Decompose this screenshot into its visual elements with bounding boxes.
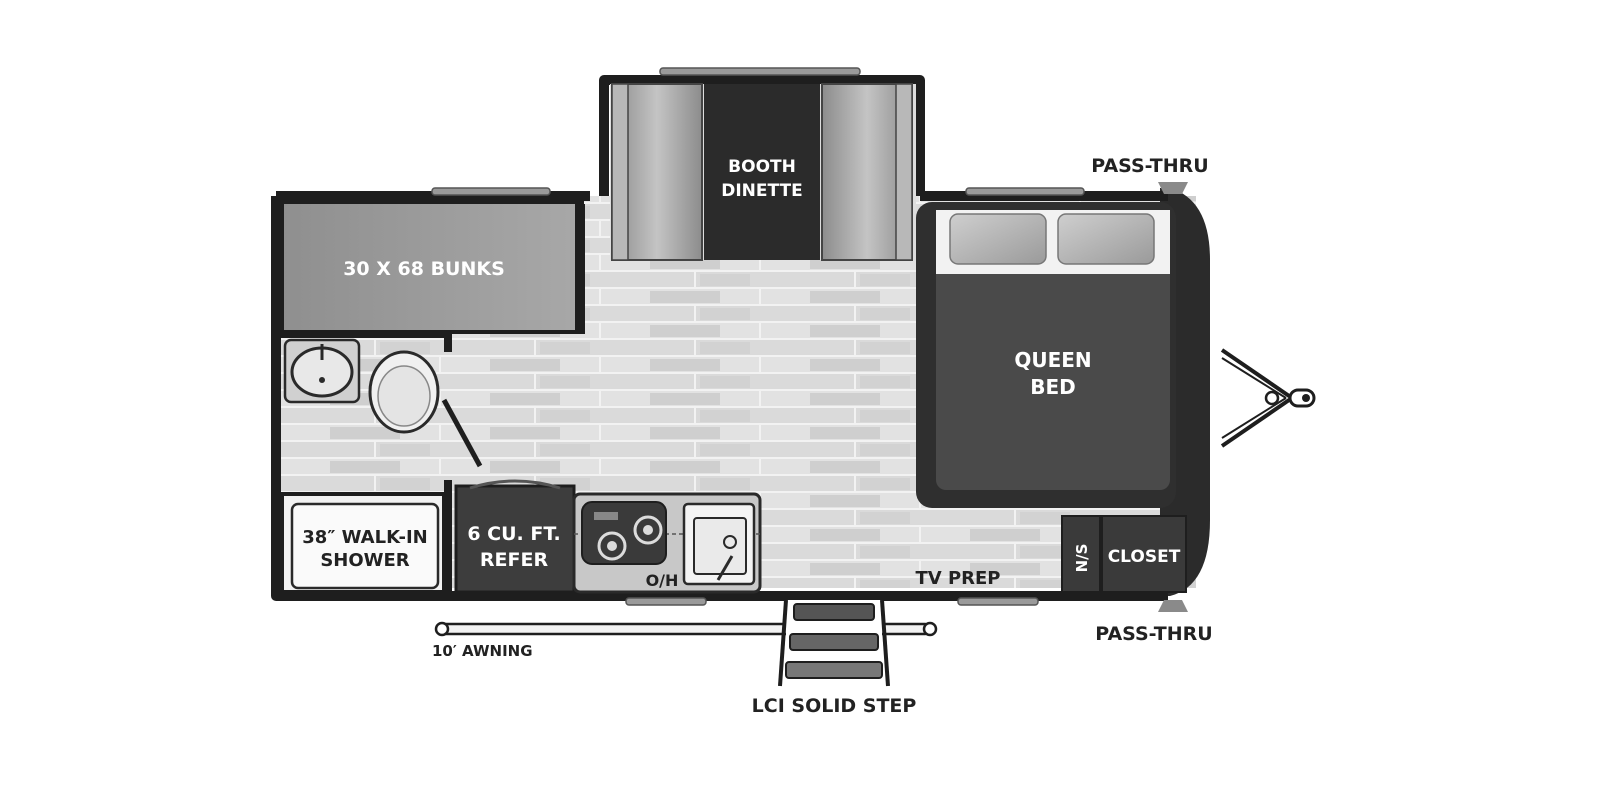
nightstand-label: N/S: [1073, 544, 1091, 573]
dinette-label-line2: DINETTE: [721, 181, 802, 201]
trailer-hitch: [1220, 348, 1316, 448]
window: [957, 597, 1039, 606]
exterior-wall: [271, 75, 1168, 601]
burner: [633, 515, 663, 545]
window: [431, 187, 551, 196]
queen-bed-mattress: [936, 210, 1170, 490]
bed-label-line2: BED: [1030, 375, 1076, 399]
refer-label-line2: REFER: [480, 549, 549, 571]
pass-thru-bottom-label: PASS-THRU: [1095, 623, 1212, 645]
refrigerator: [454, 484, 576, 594]
pillow: [1057, 213, 1155, 265]
entry-step: [778, 599, 890, 690]
window: [625, 597, 707, 606]
bed-label-line1: QUEEN: [1014, 348, 1091, 372]
shower-label-line2: SHOWER: [320, 550, 409, 571]
cooktop: [581, 501, 667, 565]
pass-thru-bottom-arrow: [1158, 600, 1188, 612]
pass-thru-top-label: PASS-THRU: [1091, 155, 1208, 177]
pillow: [949, 213, 1047, 265]
shower-label-line1: 38″ WALK-IN: [302, 527, 427, 548]
bunks-label: 30 X 68 BUNKS: [343, 258, 505, 280]
closet: [1101, 515, 1187, 593]
nightstand: [1061, 515, 1101, 593]
dinette-label-line1: BOOTH: [728, 157, 796, 177]
overhead-label: O/H: [646, 571, 679, 590]
window: [965, 187, 1085, 196]
closet-label: CLOSET: [1108, 547, 1181, 567]
tv-prep-label: TV PREP: [915, 568, 1000, 589]
dinette-table: [704, 84, 820, 260]
pass-thru-top-arrow: [1158, 182, 1188, 194]
refer-label-line1: 6 CU. FT.: [467, 523, 560, 545]
step-label: LCI SOLID STEP: [752, 695, 917, 717]
burner: [597, 531, 627, 561]
window: [659, 67, 861, 76]
awning-label: 10′ AWNING: [432, 642, 533, 660]
bathroom-door: [441, 398, 483, 468]
